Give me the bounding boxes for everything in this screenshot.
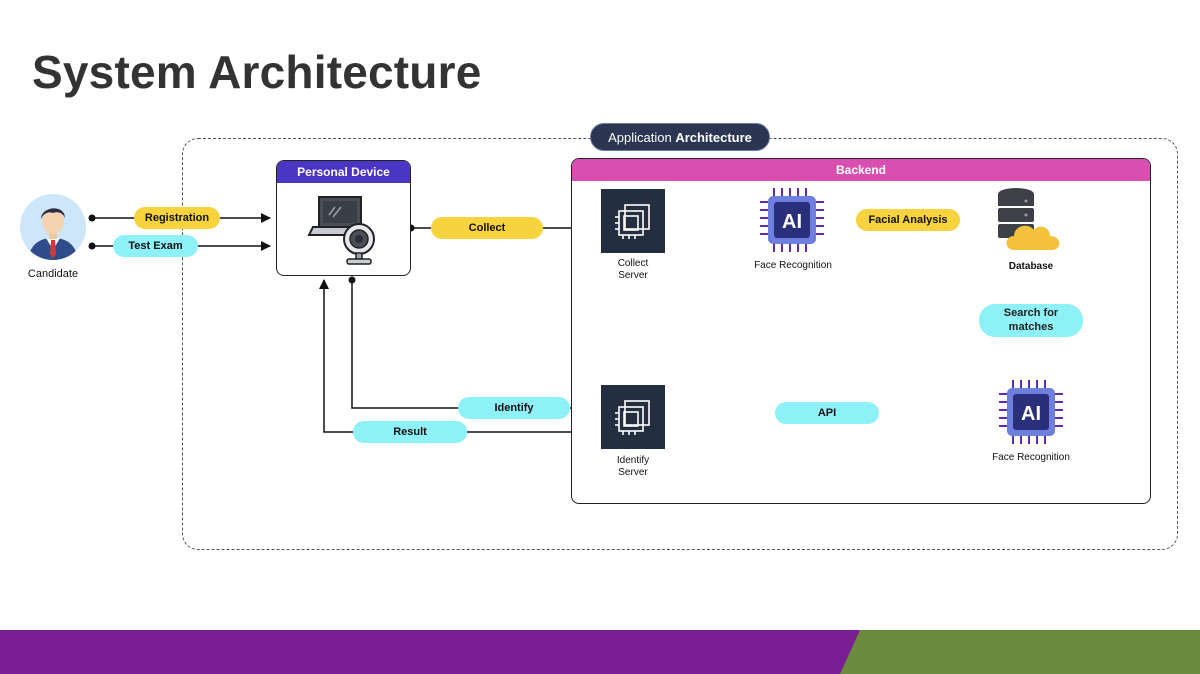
ai-chip-icon: AI bbox=[758, 186, 826, 259]
face-recognition-top-label: Face Recognition bbox=[754, 260, 832, 271]
database-label: Database bbox=[1008, 261, 1054, 272]
test-exam-label: Test Exam bbox=[113, 235, 198, 257]
identify-label: Identify bbox=[458, 397, 570, 419]
page-title: System Architecture bbox=[32, 46, 482, 98]
application-architecture-tag: Application Architecture bbox=[590, 123, 770, 151]
result-label: Result bbox=[353, 421, 467, 443]
collect-server-icon bbox=[601, 189, 665, 258]
ai-chip-icon: AI bbox=[997, 378, 1065, 451]
facial-analysis-label: Facial Analysis bbox=[856, 209, 960, 231]
registration-label: Registration bbox=[134, 207, 220, 229]
candidate-avatar bbox=[20, 194, 86, 260]
candidate-label: Candidate bbox=[27, 268, 79, 280]
collect-label: Collect bbox=[431, 217, 543, 239]
identify-server-icon bbox=[601, 385, 665, 454]
user-icon bbox=[20, 194, 86, 260]
personal-device-box: Personal Device bbox=[276, 160, 411, 276]
svg-text:AI: AI bbox=[782, 211, 802, 233]
face-recognition-bottom-label: Face Recognition bbox=[992, 452, 1070, 463]
footer-color-bar bbox=[0, 630, 1200, 674]
backend-title: Backend bbox=[572, 159, 1150, 181]
database-icon bbox=[992, 186, 1068, 261]
personal-device-title: Personal Device bbox=[277, 161, 410, 183]
svg-text:AI: AI bbox=[1021, 403, 1041, 425]
api-label: API bbox=[775, 402, 879, 424]
laptop-webcam-icon bbox=[307, 196, 375, 265]
